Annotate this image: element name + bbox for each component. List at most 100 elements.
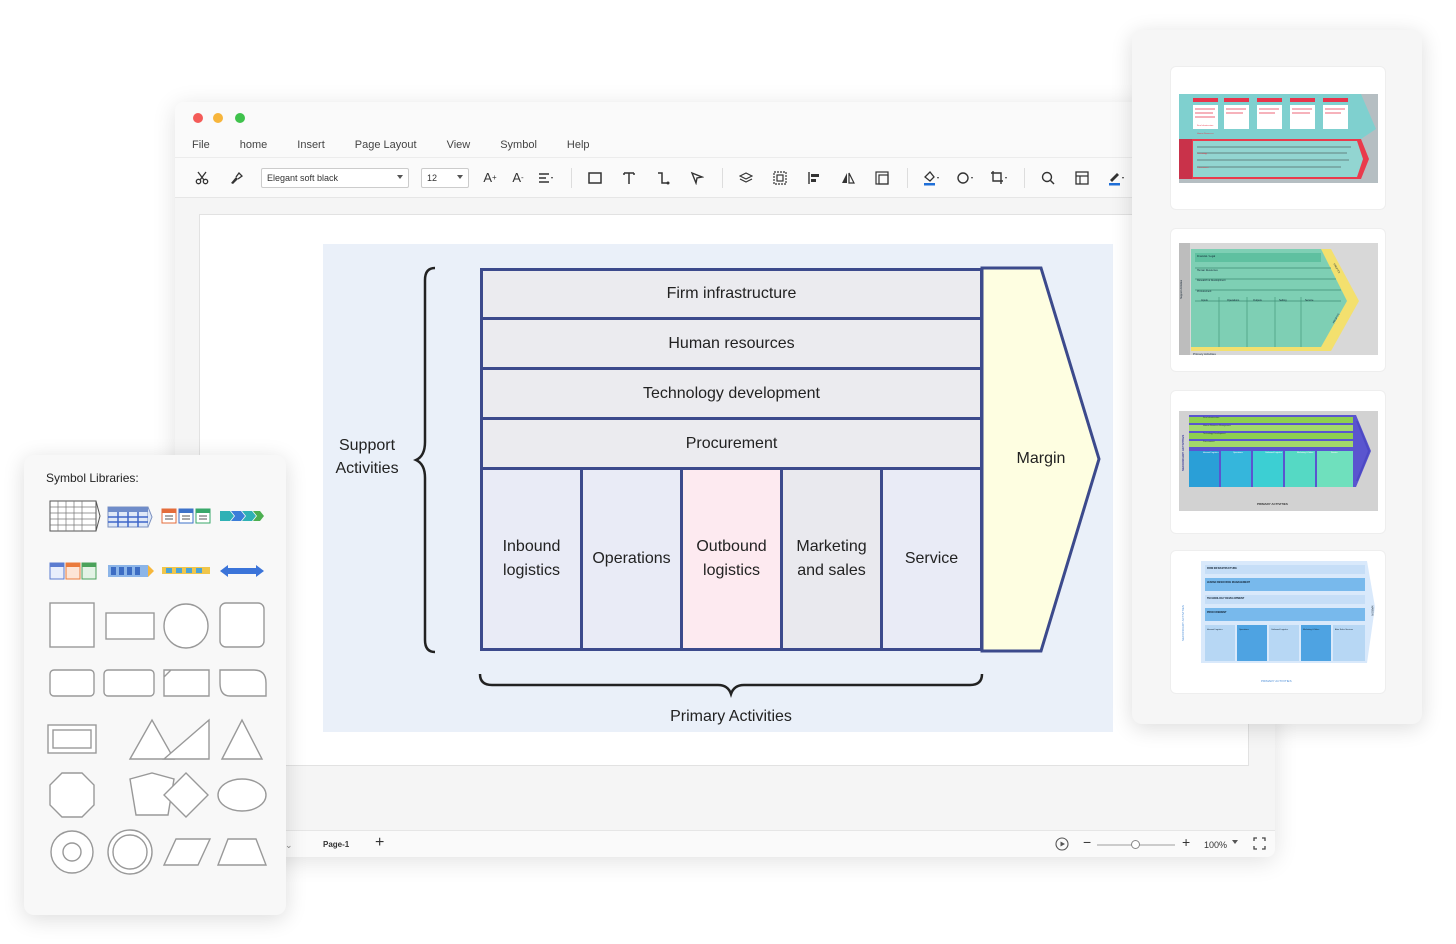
- symbol-card-list-icon[interactable]: [161, 508, 211, 524]
- menu-symbol[interactable]: Symbol: [500, 138, 537, 151]
- shape-style-icon[interactable]: [956, 169, 974, 187]
- text-tool-icon[interactable]: [620, 169, 638, 187]
- shape-rectangle[interactable]: [105, 612, 155, 640]
- toolbar-divider: [722, 167, 723, 188]
- canvas-area[interactable]: Support Activities Firm infrastructure H…: [175, 198, 1275, 828]
- pen-tool-icon[interactable]: [688, 169, 706, 187]
- cut-icon[interactable]: [193, 169, 211, 187]
- search-icon[interactable]: [1039, 169, 1057, 187]
- shape-ellipse[interactable]: [217, 778, 267, 812]
- shape-circle[interactable]: [163, 603, 209, 649]
- template-4-row-3: TECHNOLOGY DEVELOPMENT: [1207, 597, 1245, 600]
- template-card-3[interactable]: Firm Infrastructure Human Resource Manag…: [1170, 390, 1386, 534]
- primary-col-service[interactable]: Service: [880, 467, 983, 651]
- fill-color-icon[interactable]: [922, 169, 940, 187]
- add-page-button[interactable]: +: [375, 834, 385, 851]
- symbol-double-arrow-icon[interactable]: [220, 565, 264, 577]
- fullscreen-icon[interactable]: [1253, 837, 1266, 852]
- shape-diamond[interactable]: [163, 772, 209, 818]
- symbol-grid: [47, 500, 268, 875]
- primary-brace: [478, 673, 984, 698]
- menu-home[interactable]: home: [239, 138, 268, 151]
- value-chain-diagram[interactable]: Support Activities Firm infrastructure H…: [323, 244, 1113, 732]
- flip-icon[interactable]: [839, 169, 857, 187]
- connector-tool-icon[interactable]: [654, 169, 672, 187]
- template-4-bottom-label: PRIMARY ACTIVITIES: [1261, 679, 1292, 683]
- symbol-colored-process-icon[interactable]: [108, 565, 154, 577]
- chevron-down-icon[interactable]: [1232, 840, 1238, 844]
- align-icon[interactable]: [537, 169, 555, 187]
- primary-col-marketing-sales[interactable]: Marketing and sales: [780, 467, 883, 651]
- group-icon[interactable]: [771, 169, 789, 187]
- template-gallery-panel: Firm Infrastructure Human Resources Tech…: [1132, 30, 1422, 724]
- primary-col-inbound-logistics[interactable]: Inbound logistics: [480, 467, 583, 651]
- decrease-font-icon[interactable]: A-: [512, 170, 524, 185]
- symbol-table-icon[interactable]: [49, 500, 101, 532]
- template-3-col-5: Service: [1331, 452, 1338, 454]
- margin-arrow[interactable]: [979, 266, 1109, 654]
- crop-icon[interactable]: [990, 169, 1008, 187]
- increase-font-icon[interactable]: A+: [483, 170, 497, 185]
- template-4-row-2: HUMAN RESOURCE MANAGEMENT: [1207, 581, 1251, 584]
- template-4-col-1: Inbound Logistics: [1207, 629, 1223, 631]
- menu-help[interactable]: Help: [566, 138, 590, 151]
- primary-col-operations[interactable]: Operations: [580, 467, 683, 651]
- layers-icon[interactable]: [737, 169, 755, 187]
- template-3-row-2: Human Resource Management: [1203, 425, 1231, 427]
- menu-file[interactable]: File: [192, 138, 210, 151]
- play-icon[interactable]: [1055, 837, 1069, 853]
- symbol-colored-tables-icon[interactable]: [49, 562, 97, 580]
- shape-rounded-rectangle-wide[interactable]: [103, 669, 155, 697]
- zoom-slider-handle[interactable]: [1131, 840, 1140, 849]
- diagram-page[interactable]: Support Activities Firm infrastructure H…: [199, 214, 1249, 766]
- symbol-bar-process-icon[interactable]: [162, 567, 210, 574]
- support-row-firm-infrastructure[interactable]: Firm infrastructure: [480, 268, 983, 320]
- maximize-window-button[interactable]: [235, 113, 245, 123]
- template-card-4[interactable]: FIRM INFRASTRUCTURE HUMAN RESOURCE MANAG…: [1170, 550, 1386, 694]
- shape-rounded-square[interactable]: [219, 602, 265, 648]
- support-row-human-resources[interactable]: Human resources: [480, 317, 983, 370]
- font-size-select[interactable]: 12: [421, 167, 469, 188]
- zoom-in-button[interactable]: +: [1182, 834, 1191, 850]
- menu-insert[interactable]: Insert: [297, 138, 325, 151]
- shape-parallelogram[interactable]: [162, 838, 212, 866]
- zoom-out-button[interactable]: −: [1083, 834, 1092, 850]
- chevron-down-icon[interactable]: ⌄: [285, 840, 293, 850]
- symbol-library-title: Symbol Libraries:: [46, 471, 139, 485]
- template-card-1[interactable]: Firm Infrastructure Human Resources Tech…: [1170, 66, 1386, 210]
- template-3-bottom-label: PRIMARY ACTIVITIES: [1257, 502, 1288, 506]
- menu-view[interactable]: View: [446, 138, 471, 151]
- font-family-select[interactable]: Elegant soft black: [261, 167, 409, 188]
- line-color-icon[interactable]: [1107, 169, 1125, 187]
- template-4-col-4: Marketing & Sales: [1303, 629, 1320, 631]
- shape-snip-rectangle[interactable]: [163, 669, 210, 697]
- minimize-window-button[interactable]: [213, 113, 223, 123]
- template-2-col-4: Selling: [1279, 299, 1287, 302]
- template-4-row-1: FIRM INFRASTRUCTURE: [1207, 567, 1237, 570]
- symbol-blue-table-icon[interactable]: [107, 506, 153, 528]
- template-card-2[interactable]: Financial / Legal Human Resources Resear…: [1170, 228, 1386, 372]
- support-row-technology-development[interactable]: Technology development: [480, 367, 983, 420]
- template-2-row-2: Human Resources: [1197, 269, 1218, 272]
- format-painter-icon[interactable]: [227, 169, 245, 187]
- align-left-icon[interactable]: [805, 169, 823, 187]
- page-tab[interactable]: Page-1: [323, 840, 350, 849]
- shape-round-corner-rectangle[interactable]: [219, 669, 267, 697]
- shape-rounded-rectangle[interactable]: [49, 669, 95, 697]
- support-row-procurement[interactable]: Procurement: [480, 417, 983, 470]
- shape-isosceles-triangle[interactable]: [220, 718, 264, 760]
- primary-col-outbound-logistics[interactable]: Outbound logistics: [680, 467, 783, 651]
- table-icon[interactable]: [1073, 169, 1091, 187]
- shape-square[interactable]: [49, 602, 95, 648]
- shape-trapezoid[interactable]: [216, 838, 268, 866]
- shape-right-triangle[interactable]: [162, 718, 210, 760]
- symbol-chevron-process-icon[interactable]: [220, 511, 264, 521]
- rectangle-tool-icon[interactable]: [586, 169, 604, 187]
- close-window-button[interactable]: [193, 113, 203, 123]
- template-1-text-2: Human Resources: [1197, 133, 1214, 135]
- menu-page-layout[interactable]: Page Layout: [354, 138, 417, 151]
- zoom-level[interactable]: 100%: [1204, 840, 1228, 850]
- shape-octagon[interactable]: [49, 772, 95, 818]
- shape-triangle[interactable]: [128, 718, 176, 760]
- size-icon[interactable]: [873, 169, 891, 187]
